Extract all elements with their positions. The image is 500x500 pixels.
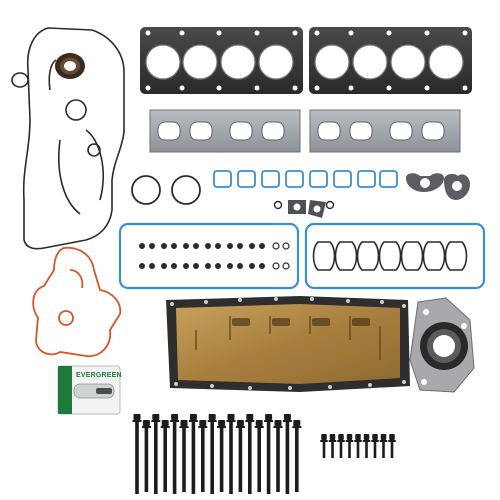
bolt [328, 434, 337, 458]
bolt [354, 434, 362, 458]
bolt [217, 420, 227, 492]
exhaust-gasket-left [149, 109, 301, 153]
bolt [160, 420, 170, 492]
bolt [141, 420, 151, 492]
bolt [151, 414, 161, 494]
timing-cover-gasket [22, 27, 125, 250]
small-metal-gasket-1 [288, 200, 306, 214]
o-ring-large-1 [131, 175, 161, 205]
water-pump-gasket [32, 246, 122, 358]
bolt [170, 414, 180, 494]
bolt [264, 414, 274, 494]
bolt [245, 414, 255, 494]
bolt [207, 414, 217, 494]
head-gasket-right [309, 27, 472, 94]
small-o-ring [11, 72, 29, 88]
bolt [345, 434, 354, 458]
bolt [320, 434, 328, 458]
bolt [235, 420, 245, 492]
head-bolts [132, 414, 302, 494]
valve-cover-gasket-right [304, 222, 486, 290]
sealant-packet: EVERGREEN [57, 365, 122, 415]
head-gasket-left [140, 27, 303, 94]
valve-cover-gasket-left [118, 222, 300, 290]
intake-port-gaskets [213, 170, 398, 188]
bolt [388, 434, 396, 458]
bolt [198, 420, 208, 492]
small-bolts [320, 434, 396, 458]
o-ring-large-2 [171, 175, 201, 205]
small-metal-gasket-2 [308, 200, 326, 218]
bolt [282, 414, 292, 494]
bolt [132, 414, 142, 494]
timing-cover-seal [55, 53, 85, 79]
egr-gasket-1 [406, 173, 444, 192]
bolt [179, 420, 189, 492]
bolt [362, 434, 371, 458]
exhaust-gasket-right [309, 109, 461, 153]
sealant-brand-label: EVERGREEN [76, 372, 122, 379]
egr-gasket-2 [444, 173, 470, 200]
oil-pan-gasket [166, 296, 410, 392]
bolt [226, 414, 236, 494]
bolt [273, 420, 283, 492]
rear-main-seal [409, 297, 475, 393]
bolt [337, 434, 345, 458]
bolt [379, 434, 388, 458]
bolt [254, 420, 264, 492]
bolt [292, 420, 302, 492]
bolt [371, 434, 379, 458]
small-washers [273, 200, 335, 210]
bolt [188, 414, 198, 494]
